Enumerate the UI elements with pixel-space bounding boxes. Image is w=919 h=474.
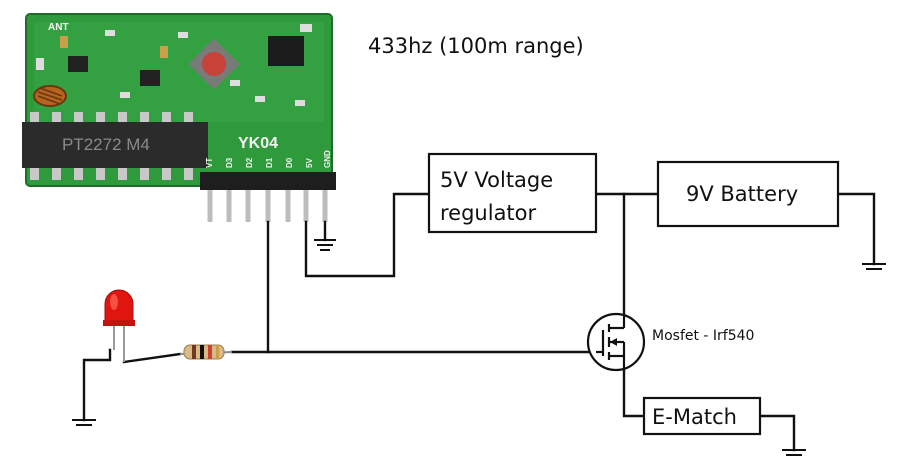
pin-label-5v: 5V [305,158,314,168]
wire-battery-ground [836,192,876,266]
voltage-regulator-box [427,152,598,234]
pin-label-vt: VT [205,158,214,168]
battery-label: 9V Battery [686,182,798,206]
trimmer-capacitor [188,38,240,90]
pin-label-d1: D1 [265,157,274,168]
led-dome [104,289,134,325]
voltage-regulator-label-line2: regulator [440,201,537,225]
antenna-coil [33,85,67,107]
ground-symbol-led [72,419,96,426]
battery-box [656,160,840,228]
mosfet-label: Mosfet - Irf540 [652,328,754,344]
ground-symbol-ematch [782,449,806,456]
pt2272-chip: PT2272 M4 [22,112,208,180]
wire-source-to-ematch [622,366,646,418]
module-model-label: YK04 [238,135,278,152]
header-pins [207,190,328,222]
battery: 9V Battery [656,160,840,228]
pin-label-d0: D0 [285,157,294,168]
voltage-regulator-label-line1: 5V Voltage [440,168,553,192]
smd-components [36,24,312,106]
frequency-note: 433hz (100m range) [368,34,584,58]
ematch-label: E-Match [652,405,737,429]
chip-label: PT2272 M4 [62,135,150,154]
wire-led-ground [82,348,112,422]
wire-5v-to-regulator [304,192,431,278]
pin-labels: VT D3 D2 D1 D0 5V GND [205,150,332,168]
ematch: E-Match [642,396,762,436]
wire-ematch-ground [758,414,796,452]
voltage-regulator: 5V Voltage regulator [427,152,598,234]
red-led [103,289,135,362]
ground-symbol-module [314,239,336,251]
ematch-box [642,396,762,436]
pin-label-d2: D2 [245,157,254,168]
resistor [179,344,233,360]
mosfet-symbol [586,312,646,372]
mosfet-arrow-icon [610,338,617,346]
pin-label-d3: D3 [225,157,234,168]
wire-resistor-to-led [122,352,182,364]
antenna-label: ANT [48,22,69,33]
pin-label-gnd: GND [323,150,332,168]
rf-receiver-module: PT2272 M4 ANT YK04 VT D3 D2 D1 D0 5V GND [22,13,336,222]
pin-header [200,172,336,190]
wires [82,192,876,452]
ground-symbol-battery [862,263,886,270]
